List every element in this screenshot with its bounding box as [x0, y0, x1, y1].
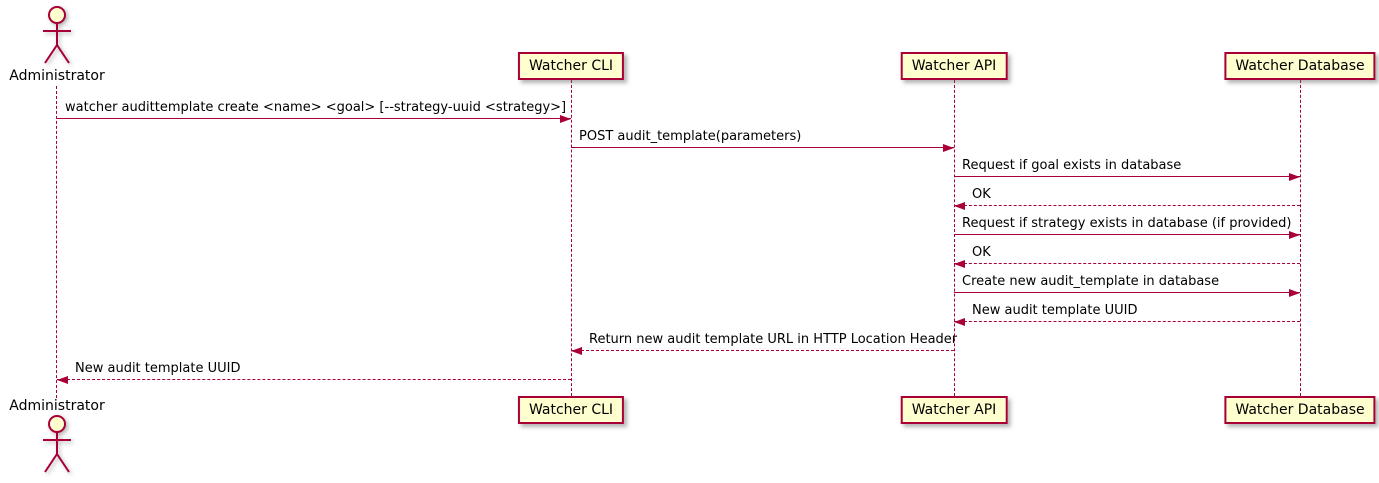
arrowhead-right-icon [560, 115, 571, 123]
message-label: watcher audittemplate create <name> <goa… [65, 100, 567, 115]
message-line [954, 292, 1300, 293]
participant-top-watcher-database: Watcher Database [1224, 52, 1376, 80]
message-line [571, 147, 954, 148]
lifeline-watcher-database [1300, 80, 1301, 396]
message-line [57, 379, 571, 380]
arrowhead-left-icon [57, 376, 68, 384]
lifeline-watcher-api [954, 80, 955, 396]
message-line [57, 118, 571, 119]
message-line [954, 263, 1300, 264]
message-6: OK [954, 242, 1300, 268]
actor-icon [43, 415, 71, 473]
message-7: Create new audit_template in database [954, 271, 1300, 297]
message-label: POST audit_template(parameters) [579, 129, 802, 144]
message-label: New audit template UUID [75, 361, 241, 376]
arrowhead-right-icon [943, 144, 954, 152]
message-line [954, 321, 1300, 322]
message-label: Request if goal exists in database [962, 158, 1182, 173]
arrowhead-right-icon [1289, 289, 1300, 297]
message-label: Return new audit template URL in HTTP Lo… [589, 332, 958, 347]
message-line [954, 234, 1300, 235]
message-label: Request if strategy exists in database (… [962, 216, 1292, 231]
lifeline-watcher-cli [571, 80, 572, 396]
message-5: Request if strategy exists in database (… [954, 213, 1300, 239]
arrowhead-right-icon [1289, 173, 1300, 181]
participant-top-watcher-api: Watcher API [900, 52, 1008, 80]
lifeline-administrator [56, 86, 57, 398]
participant-bottom-watcher-cli: Watcher CLI [517, 396, 625, 424]
participant-top-watcher-cli: Watcher CLI [517, 52, 625, 80]
actor-icon [43, 6, 71, 64]
message-8: New audit template UUID [954, 300, 1300, 326]
message-label: Create new audit_template in database [962, 274, 1220, 289]
arrowhead-right-icon [1289, 231, 1300, 239]
actor-label-bottom: Administrator [9, 398, 105, 414]
message-label: OK [972, 245, 991, 260]
participant-bottom-watcher-database: Watcher Database [1224, 396, 1376, 424]
message-line [954, 176, 1300, 177]
message-2: POST audit_template(parameters) [571, 126, 954, 152]
arrowhead-left-icon [954, 318, 965, 326]
message-9: Return new audit template URL in HTTP Lo… [571, 329, 958, 355]
arrowhead-left-icon [954, 260, 965, 268]
message-3: Request if goal exists in database [954, 155, 1300, 181]
message-label: OK [972, 187, 991, 202]
message-label: New audit template UUID [972, 303, 1138, 318]
message-line [571, 350, 954, 351]
arrowhead-left-icon [954, 202, 965, 210]
message-4: OK [954, 184, 1300, 210]
message-10: New audit template UUID [57, 358, 571, 384]
participant-bottom-watcher-api: Watcher API [900, 396, 1008, 424]
message-1: watcher audittemplate create <name> <goa… [57, 97, 571, 123]
message-line [954, 205, 1300, 206]
actor-label-top: Administrator [9, 68, 105, 84]
arrowhead-left-icon [571, 347, 582, 355]
